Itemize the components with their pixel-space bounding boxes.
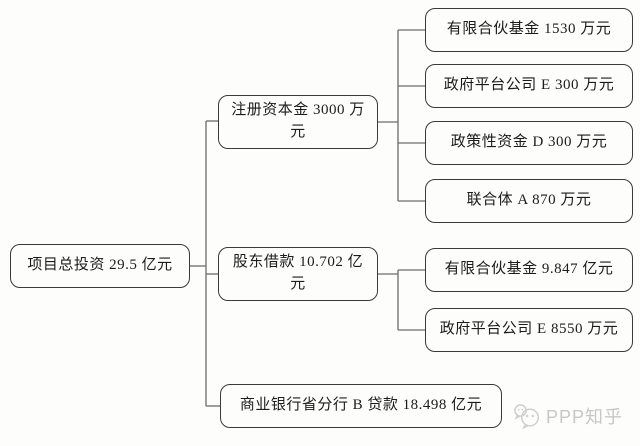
watermark: PPP知乎 <box>512 402 623 430</box>
node-total-investment: 项目总投资 29.5 亿元 <box>10 244 190 288</box>
node-government-platform-e-8550: 政府平台公司 E 8550 万元 <box>425 308 633 352</box>
watermark-text: PPP知乎 <box>546 407 624 427</box>
node-limited-partnership-fund-9847: 有限合伙基金 9.847 亿元 <box>425 248 633 292</box>
node-bank-loan: 商业银行省分行 B 贷款 18.498 亿元 <box>220 384 502 428</box>
node-limited-partnership-fund-1530: 有限合伙基金 1530 万元 <box>425 8 633 52</box>
node-shareholder-loan: 股东借款 10.702 亿元 <box>218 247 378 301</box>
node-consortium-a-870: 联合体 A 870 万元 <box>425 179 633 223</box>
node-registered-capital: 注册资本金 3000 万元 <box>218 95 378 149</box>
node-government-platform-e-300: 政府平台公司 E 300 万元 <box>425 64 633 108</box>
node-policy-fund-d-300: 政策性资金 D 300 万元 <box>425 121 633 165</box>
wechat-logo-icon <box>514 404 540 430</box>
